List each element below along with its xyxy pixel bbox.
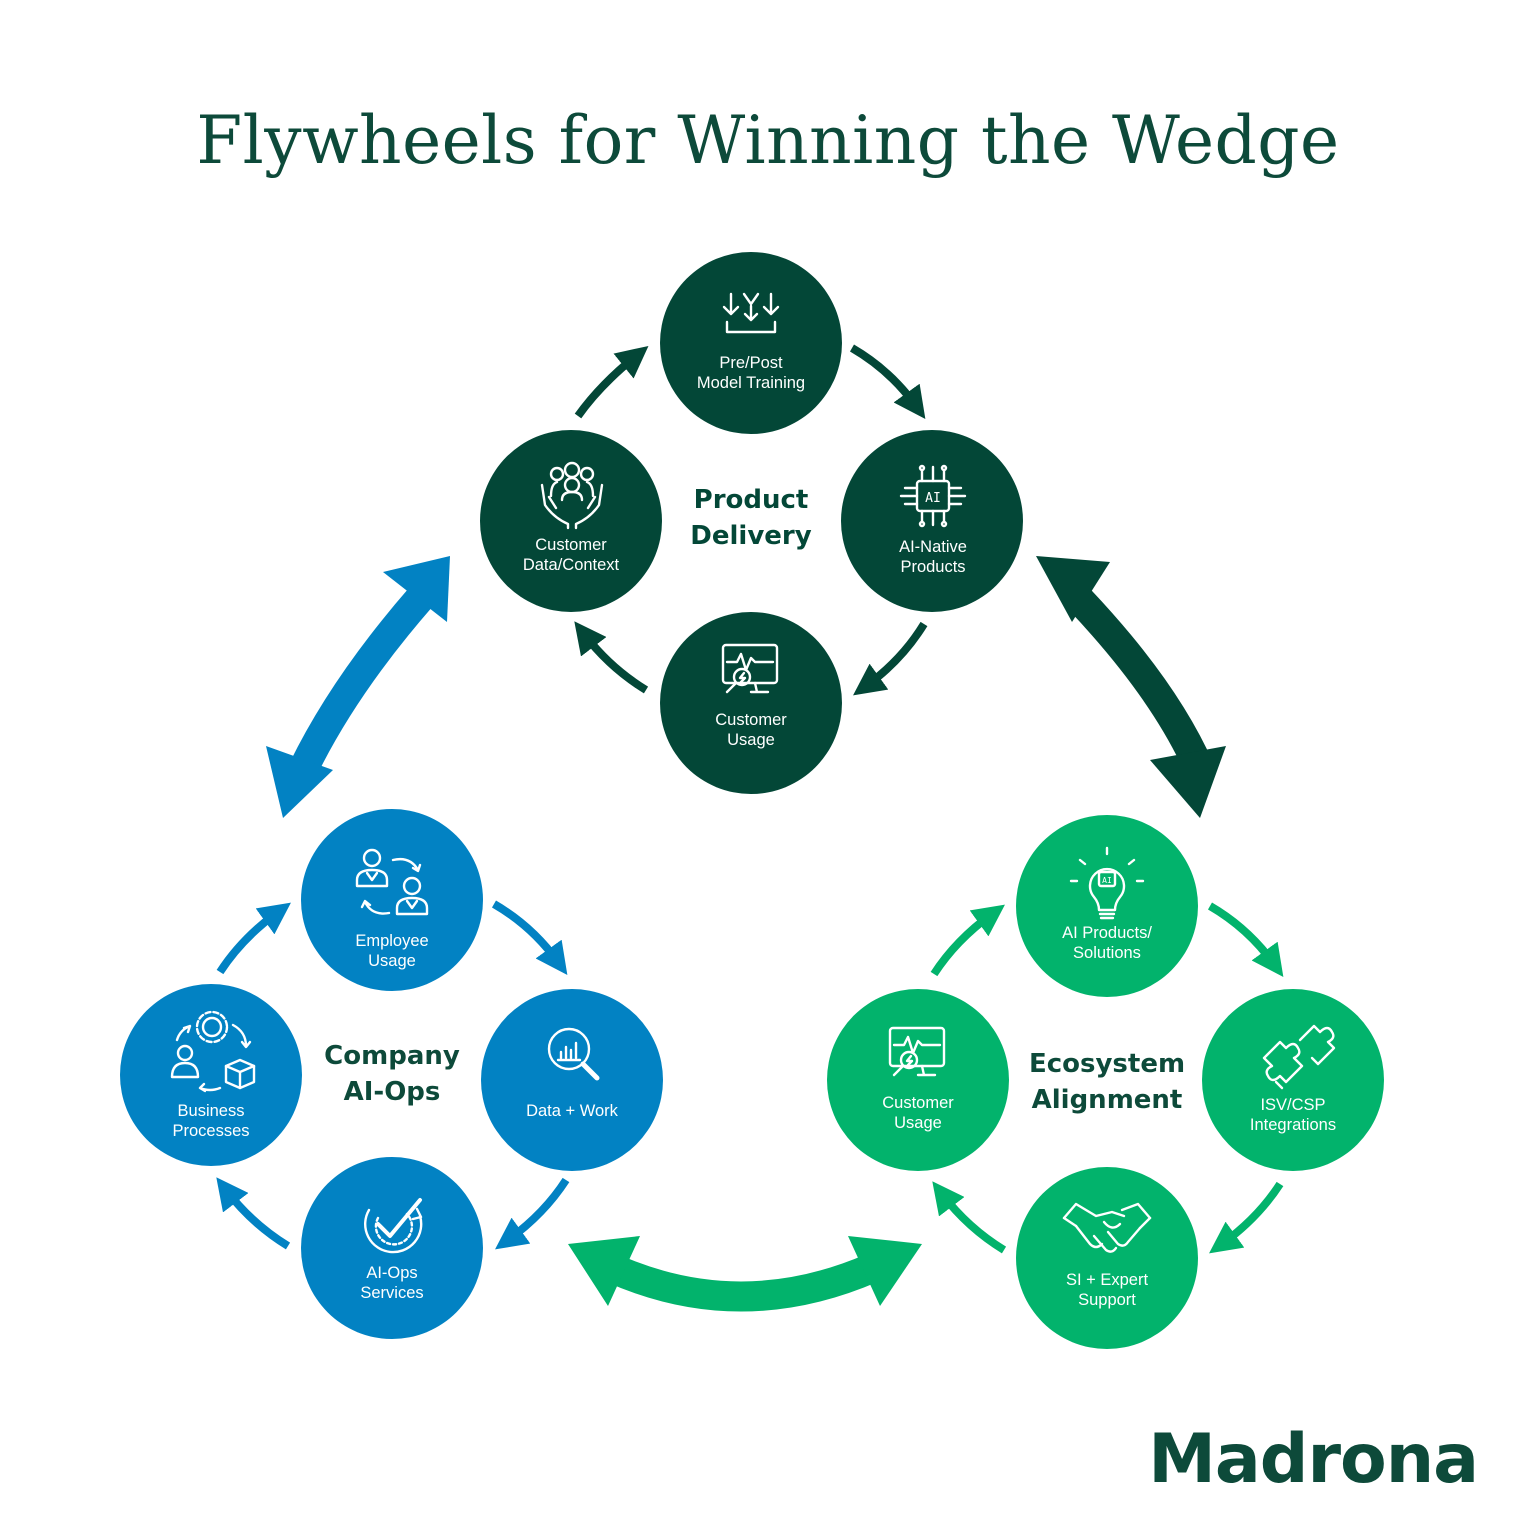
brand-logo: Madrona	[1148, 1420, 1479, 1499]
node-customer-usage-top: Customer Usage	[660, 612, 842, 794]
cycle-arrows-product-delivery	[574, 344, 928, 696]
ai-chip-text: AI	[925, 491, 941, 506]
node-ai-products-solutions: AI AI Products/ Solutions	[1016, 815, 1198, 997]
node-label: Model Training	[697, 374, 805, 392]
node-label: Business	[178, 1102, 245, 1120]
node-label: Support	[1078, 1291, 1136, 1309]
node-label: AI-Native	[899, 538, 967, 556]
node-customer-data-context: Customer Data/Context	[480, 430, 662, 612]
node-label: Pre/Post	[719, 354, 783, 372]
node-label: Solutions	[1073, 944, 1141, 962]
connector-product-delivery-ecosystem	[1036, 556, 1226, 818]
node-si-expert-support: SI + Expert Support	[1016, 1167, 1198, 1349]
check-cycle-icon	[364, 1198, 423, 1254]
people-hands-icon	[540, 461, 604, 530]
ai-bulb-icon	[1069, 846, 1145, 920]
node-label: Customer	[882, 1094, 954, 1112]
magnify-chart-icon	[547, 1027, 600, 1081]
hub-label-product-delivery-line2: Delivery	[690, 521, 811, 551]
node-ai-ops-services: AI-Ops Services	[301, 1157, 483, 1339]
node-employee-usage: Employee Usage	[301, 809, 483, 991]
hub-label-company-ai-ops-line2: AI-Ops	[344, 1077, 441, 1107]
node-data-work: Data + Work	[481, 989, 663, 1171]
flywheel-ecosystem-alignment: Ecosystem Alignment AI AI Products/ Solu…	[827, 815, 1384, 1349]
node-isv-csp-integrations: ISV/CSP Integrations	[1202, 989, 1384, 1171]
monitor-search-icon	[888, 1026, 946, 1077]
node-label: Integrations	[1250, 1116, 1336, 1134]
cycle-arrows-company-ai-ops	[216, 900, 570, 1250]
node-label: Customer	[535, 536, 607, 554]
hub-label-ecosystem-line2: Alignment	[1032, 1085, 1183, 1115]
flywheel-company-ai-ops: Company AI-Ops Employee Usage	[120, 809, 663, 1339]
monitor-search-icon	[721, 643, 779, 694]
flywheel-product-delivery: Product Delivery Pre/Post Model Training	[480, 252, 1023, 794]
connector-ai-ops-product-delivery	[266, 556, 450, 818]
node-label: Services	[360, 1284, 423, 1302]
node-customer-usage-ecosystem: Customer Usage	[827, 989, 1009, 1171]
ai-chip-icon	[899, 464, 967, 528]
node-label: Data + Work	[526, 1102, 619, 1120]
node-label: AI-Ops	[366, 1264, 417, 1282]
hub-label-company-ai-ops-line1: Company	[324, 1041, 460, 1071]
ai-bulb-text: AI	[1102, 876, 1112, 885]
hub-label-ecosystem-line1: Ecosystem	[1029, 1049, 1185, 1079]
node-label: ISV/CSP	[1260, 1096, 1325, 1114]
node-label: SI + Expert	[1066, 1271, 1148, 1289]
node-label: Customer	[715, 711, 787, 729]
node-pre-post-model-training: Pre/Post Model Training	[660, 252, 842, 434]
connector-ai-ops-ecosystem	[568, 1236, 922, 1312]
download-arrows-icon	[722, 292, 780, 334]
gear-person-box-icon	[170, 1010, 256, 1093]
node-label: Usage	[727, 731, 775, 749]
cycle-arrows-ecosystem	[930, 902, 1284, 1254]
puzzle-icon	[1262, 1024, 1336, 1090]
page-title: Flywheels for Winning the Wedge	[196, 102, 1340, 179]
hub-label-product-delivery-line1: Product	[694, 485, 809, 515]
node-label: Products	[900, 558, 965, 576]
node-label: Usage	[368, 952, 416, 970]
handshake-icon	[1062, 1202, 1152, 1253]
node-label: Processes	[172, 1122, 249, 1140]
node-label: Data/Context	[523, 556, 620, 574]
node-business-processes: Business Processes	[120, 984, 302, 1166]
node-ai-native-products: AI AI-Native Products	[841, 430, 1023, 612]
node-label: Employee	[355, 932, 428, 950]
node-label: Usage	[894, 1114, 942, 1132]
node-label: AI Products/	[1062, 924, 1152, 942]
people-exchange-icon	[355, 848, 429, 916]
